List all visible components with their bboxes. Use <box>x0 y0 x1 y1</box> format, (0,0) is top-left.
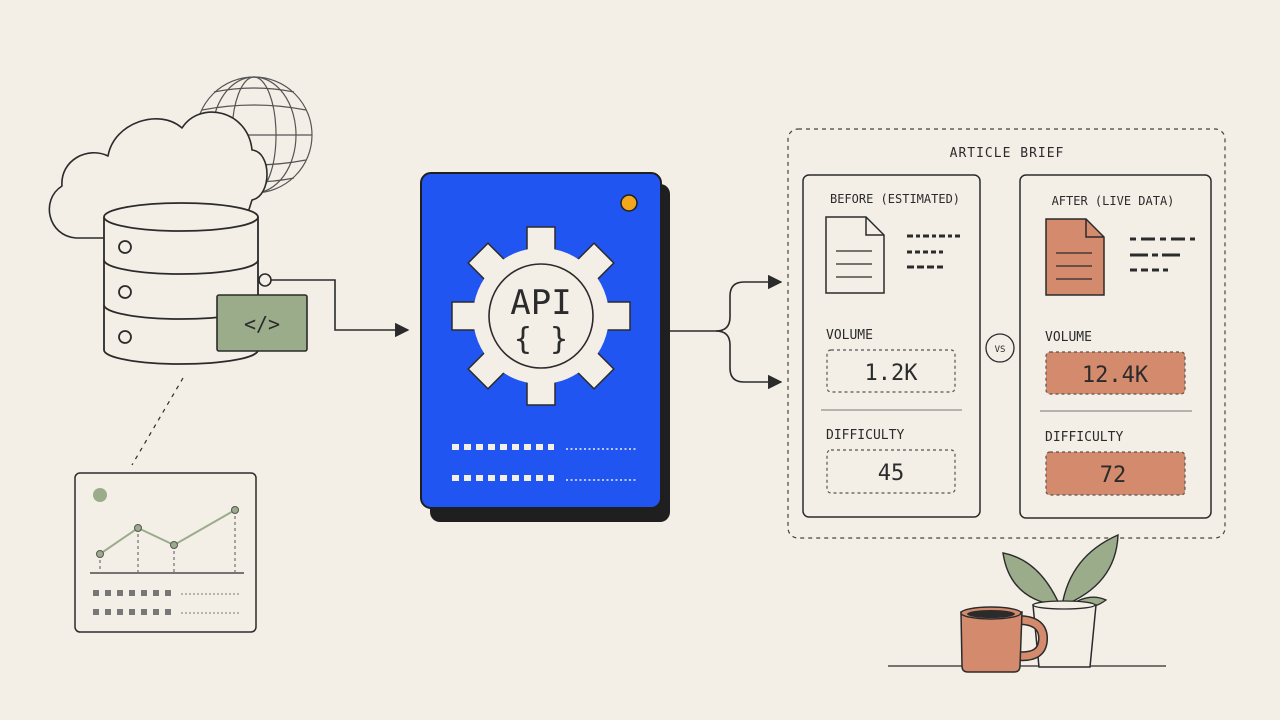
status-dot <box>620 194 638 212</box>
before-difficulty-value: 45 <box>878 461 905 486</box>
after-heading: AFTER (LIVE DATA) <box>1052 194 1175 208</box>
code-icon: </> <box>216 294 308 352</box>
before-volume-label: VOLUME <box>826 328 873 343</box>
gear-icon <box>451 226 631 406</box>
vs-label: VS <box>995 345 1006 355</box>
api-to-brief-arrows <box>670 274 783 390</box>
before-heading: BEFORE (ESTIMATED) <box>830 192 960 206</box>
after-placeholder-text <box>1130 237 1195 272</box>
api-braces: { } <box>514 322 568 357</box>
after-difficulty-box <box>1045 451 1186 496</box>
line-chart-icon <box>74 472 257 633</box>
dashed-connector <box>131 377 184 466</box>
article-brief-frame <box>787 128 1226 539</box>
document-icon <box>1045 218 1105 296</box>
api-label: API <box>510 283 571 323</box>
before-panel: BEFORE (ESTIMATED) VOLUME 1.2K DIFFICULT… <box>802 174 981 518</box>
api-card: API { } <box>420 172 670 522</box>
document-icon <box>825 216 885 294</box>
after-volume-box <box>1045 351 1186 395</box>
after-difficulty-value: 72 <box>1100 463 1127 488</box>
after-volume-value: 12.4K <box>1082 363 1149 388</box>
before-volume-value: 1.2K <box>865 361 919 386</box>
before-placeholder-text <box>907 234 960 269</box>
before-difficulty-label: DIFFICULTY <box>826 428 904 443</box>
before-difficulty-box <box>826 449 956 494</box>
after-panel: AFTER (LIVE DATA) VOLUME 12.4K DIFFICULT… <box>1019 174 1212 519</box>
coffee-mug-icon <box>960 606 1048 673</box>
article-brief-title: ARTICLE BRIEF <box>950 146 1065 161</box>
before-volume-box <box>826 349 956 393</box>
plant-icon <box>1002 533 1119 668</box>
code-badge-text: </> <box>244 312 280 336</box>
after-volume-label: VOLUME <box>1045 330 1092 345</box>
db-to-api-arrow <box>271 279 410 338</box>
after-difficulty-label: DIFFICULTY <box>1045 430 1123 445</box>
connector-node <box>258 273 272 287</box>
vs-badge <box>985 333 1015 363</box>
